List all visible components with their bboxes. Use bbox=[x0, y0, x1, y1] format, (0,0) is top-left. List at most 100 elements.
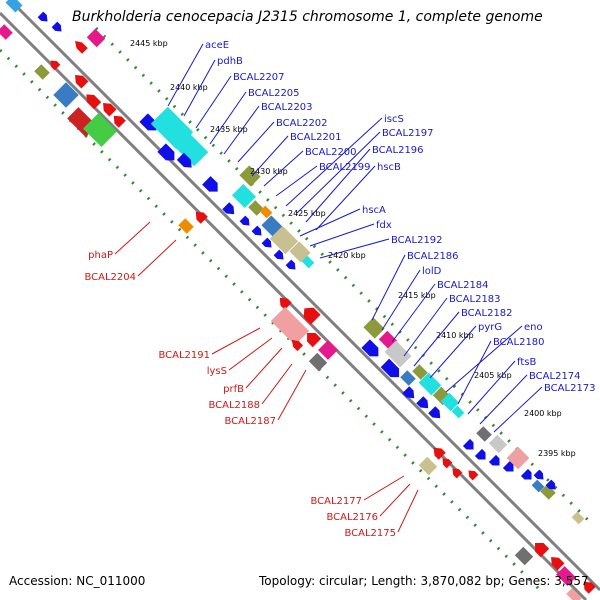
forward-label-leader bbox=[391, 283, 436, 343]
feature-arrow bbox=[533, 469, 544, 480]
forward-label-leader bbox=[223, 105, 260, 155]
feature-box bbox=[289, 241, 311, 263]
reverse-gene-label: BCAL2188 bbox=[208, 400, 260, 411]
forward-label-leader bbox=[429, 325, 477, 379]
forward-label-leader bbox=[295, 131, 381, 215]
reverse-label-leader bbox=[228, 337, 273, 371]
feature-box bbox=[514, 546, 534, 566]
tick-label: 2415 kbp bbox=[398, 291, 436, 300]
feature-rect bbox=[150, 106, 194, 150]
reverse-gene-label: BCAL2187 bbox=[224, 416, 276, 427]
forward-gene-label: BCAL2183 bbox=[449, 294, 501, 305]
reverse-cds-arrow bbox=[583, 581, 596, 594]
forward-label-leader bbox=[479, 374, 528, 425]
feature-arrow bbox=[462, 438, 474, 450]
feature-arrow bbox=[502, 460, 514, 472]
feature-arrow bbox=[416, 396, 429, 409]
forward-gene-label: pyrG bbox=[478, 322, 502, 333]
feature-rect bbox=[514, 546, 534, 566]
forward-label-leader bbox=[275, 165, 318, 197]
feature-rect bbox=[34, 64, 50, 80]
forward-gene-label: ftsB bbox=[517, 357, 536, 368]
feature-arrow bbox=[279, 297, 292, 310]
feature-box bbox=[248, 200, 264, 216]
feature-rect bbox=[412, 364, 428, 380]
feature-arrow bbox=[273, 249, 284, 260]
feature-arrow bbox=[103, 103, 117, 117]
forward-cds-arrow bbox=[474, 448, 486, 460]
reverse-cds-arrow bbox=[442, 458, 453, 469]
feature-arrow bbox=[51, 21, 62, 32]
reverse-label-leader bbox=[261, 363, 293, 405]
reverse-label-leader bbox=[245, 347, 283, 389]
map-title: Burkholderia cenocepacia J2315 chromosom… bbox=[72, 9, 543, 25]
feature-rect bbox=[384, 340, 412, 368]
reverse-cds-arrow bbox=[307, 333, 322, 348]
forward-label-leader bbox=[263, 150, 304, 187]
forward-label-leader bbox=[167, 43, 204, 107]
forward-label-leader bbox=[403, 297, 448, 357]
reverse-label-leader bbox=[211, 327, 261, 355]
feature-box bbox=[418, 456, 438, 476]
forward-label-leader bbox=[237, 121, 275, 163]
reverse-gene-label: BCAL2191 bbox=[158, 350, 210, 361]
forward-cds-arrow bbox=[261, 237, 272, 248]
feature-box bbox=[5, 0, 23, 13]
reverse-label-leader bbox=[137, 239, 177, 277]
forward-gene-label: fdx bbox=[376, 220, 392, 231]
genome-summary-text: Topology: circular; Length: 3,870,082 bp… bbox=[259, 574, 589, 588]
forward-cds-arrow bbox=[502, 460, 514, 472]
reverse-label-leader bbox=[363, 475, 405, 501]
forward-cds-arrow bbox=[520, 468, 532, 480]
feature-box bbox=[239, 165, 261, 187]
forward-label-leader bbox=[209, 91, 247, 145]
reverse-gene-label: phaP bbox=[88, 250, 113, 261]
feature-arrow bbox=[113, 115, 126, 128]
reverse-gene-label: BCAL2204 bbox=[84, 272, 136, 283]
forward-gene-label: BCAL2197 bbox=[382, 128, 434, 139]
feature-arrow bbox=[285, 259, 296, 270]
forward-cds-arrow bbox=[222, 202, 235, 215]
feature-arrow bbox=[452, 468, 463, 479]
forward-label-leader bbox=[309, 223, 375, 247]
tick-label: 2405 kbp bbox=[474, 371, 512, 380]
tick-label: 2395 kbp bbox=[538, 449, 576, 458]
feature-box bbox=[83, 113, 117, 147]
tick-label: 2440 kbp bbox=[170, 83, 208, 92]
feature-rect bbox=[440, 392, 460, 412]
forward-label-leader bbox=[195, 75, 232, 129]
feature-arrow bbox=[86, 94, 102, 110]
reverse-label-leader bbox=[114, 221, 151, 255]
reverse-cds-arrow bbox=[535, 543, 550, 558]
feature-arrow bbox=[75, 75, 89, 89]
feature-box bbox=[175, 133, 209, 167]
accession-text: Accession: NC_011000 bbox=[9, 574, 146, 588]
forward-gene-label: iscS bbox=[384, 114, 404, 125]
feature-arrow bbox=[50, 60, 61, 71]
forward-gene-label: BCAL2184 bbox=[437, 280, 489, 291]
feature-box bbox=[178, 218, 194, 234]
forward-label-leader bbox=[371, 254, 406, 321]
forward-cds-arrow bbox=[533, 469, 544, 480]
tick-label: 2410 kbp bbox=[436, 331, 474, 340]
forward-gene-label: BCAL2182 bbox=[461, 308, 513, 319]
reverse-label-leader bbox=[379, 483, 411, 517]
forward-gene-label: hscA bbox=[362, 205, 386, 216]
forward-cds-arrow bbox=[428, 406, 441, 419]
feature-rect bbox=[476, 426, 492, 442]
forward-cds-arrow bbox=[361, 339, 379, 357]
forward-gene-label: BCAL2205 bbox=[248, 88, 300, 99]
reverse-cds-arrow bbox=[433, 447, 446, 460]
feature-box bbox=[318, 340, 338, 360]
feature-box bbox=[384, 340, 412, 368]
reverse-cds-arrow bbox=[86, 94, 102, 110]
feature-arrow bbox=[545, 479, 556, 490]
feature-box bbox=[440, 392, 460, 412]
feature-box bbox=[531, 479, 545, 493]
forward-label-leader bbox=[285, 117, 383, 207]
forward-gene-label: BCAL2200 bbox=[305, 147, 357, 158]
feature-arrow bbox=[195, 211, 208, 224]
forward-gene-label: aceE bbox=[205, 40, 229, 51]
